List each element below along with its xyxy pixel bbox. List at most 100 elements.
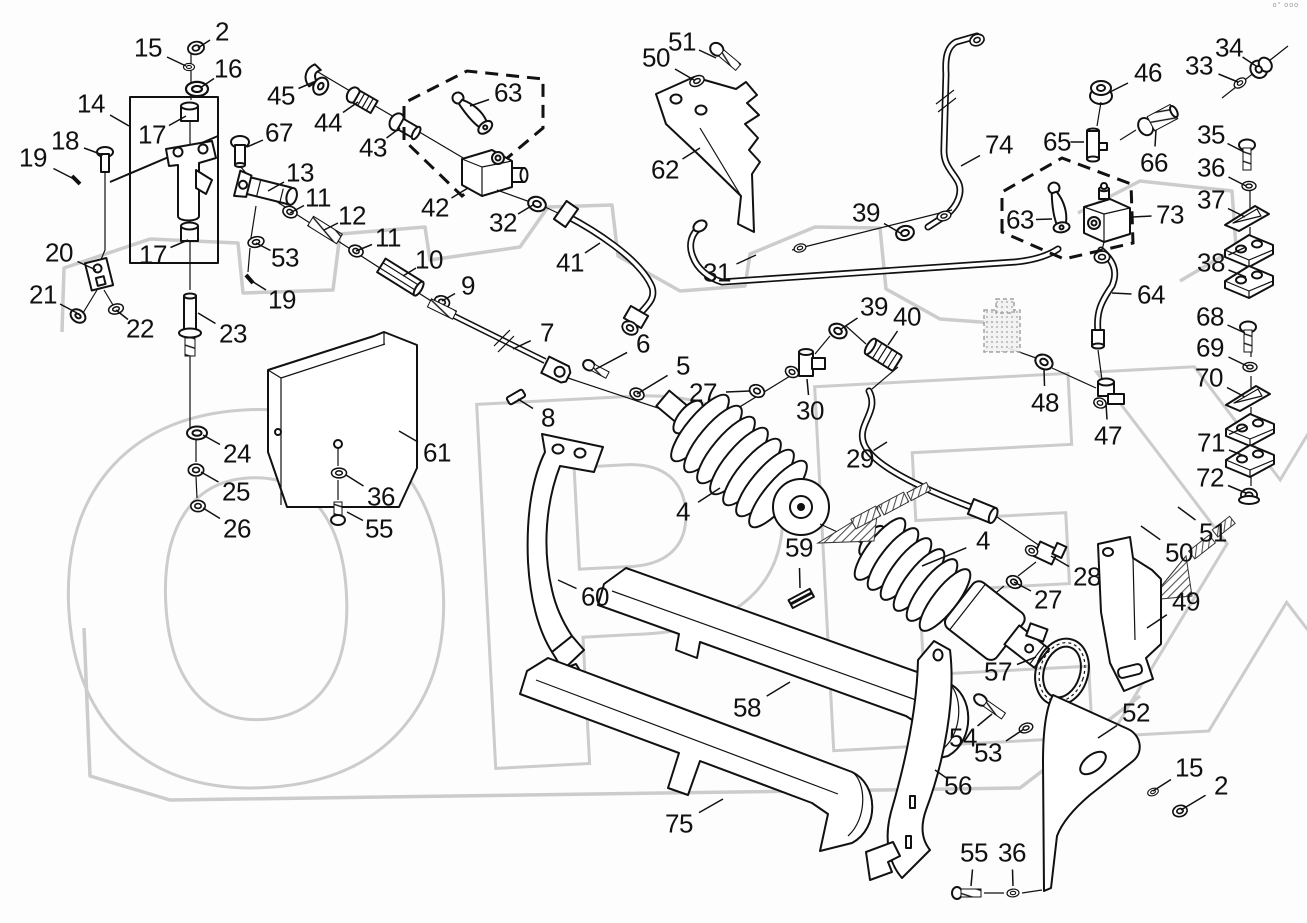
- part-label: 75: [665, 808, 693, 839]
- valve-73-assembly: [1000, 45, 1289, 261]
- part-label: 46: [1134, 57, 1162, 88]
- part-label: 63: [1006, 204, 1034, 235]
- part-label: 26: [223, 513, 251, 544]
- part-label: 73: [1156, 199, 1184, 230]
- shim-59: [787, 587, 815, 610]
- part-label: 64: [1137, 279, 1165, 310]
- part-label: 57: [984, 656, 1012, 687]
- part-label: 33: [1185, 50, 1213, 81]
- part-label: 74: [985, 129, 1013, 160]
- part-label: 2: [215, 16, 229, 47]
- part-label: 21: [29, 279, 57, 310]
- part-label: 50: [1165, 537, 1193, 568]
- clamp-block-assembly: [69, 146, 255, 324]
- part-label: 65: [1043, 126, 1071, 157]
- hydraulic-pipes: [687, 31, 1119, 350]
- part-label: 11: [375, 222, 402, 253]
- part-label: 68: [1196, 301, 1224, 332]
- part-label: 4: [676, 496, 690, 527]
- part-label: 54: [949, 722, 977, 753]
- clip-45: [304, 63, 330, 96]
- bracket-62: [655, 41, 761, 233]
- part-label: 51: [668, 26, 696, 57]
- bracket-56: [865, 640, 953, 881]
- part-label: 63: [494, 77, 522, 108]
- part-label: 27: [1034, 584, 1062, 615]
- part-label: 49: [1172, 586, 1200, 617]
- part-label: 42: [421, 192, 449, 223]
- part-label: 39: [860, 291, 888, 322]
- part-label: 32: [489, 207, 517, 238]
- part-label: 36: [367, 481, 395, 512]
- part-label: 53: [271, 242, 299, 273]
- part-label: 5: [676, 350, 690, 381]
- part-label: 29: [846, 443, 874, 474]
- part-label: 53: [974, 737, 1002, 768]
- leader-lines: [53, 39, 1257, 887]
- watermark-text: OPEX: [29, 253, 1307, 909]
- part-label: 17: [138, 119, 166, 150]
- part-label: 50: [642, 42, 670, 73]
- part-label: 70: [1195, 362, 1223, 393]
- part-label: 22: [126, 313, 154, 344]
- part-label: 12: [338, 200, 366, 231]
- part-label: 52: [1122, 697, 1150, 728]
- part-label: 11: [305, 182, 332, 213]
- part-label: 19: [268, 284, 296, 315]
- part-label: 62: [651, 154, 679, 185]
- watermark: OPEX: [28, 179, 1307, 911]
- part-label: 20: [45, 237, 73, 268]
- bracket-49: [1097, 536, 1162, 692]
- phantom-part: [983, 298, 1021, 353]
- cover-61: [267, 331, 418, 526]
- part-label: 36: [1197, 152, 1225, 183]
- part-label: 19: [19, 142, 47, 173]
- part-label: 45: [267, 80, 295, 111]
- part-label: 25: [222, 476, 250, 507]
- part-label: 35: [1197, 119, 1225, 150]
- part-label: 47: [1094, 420, 1122, 451]
- part-label: 4: [976, 525, 990, 556]
- part-label: 44: [314, 107, 342, 138]
- part-label: 2: [1214, 770, 1228, 801]
- part-label: 36: [998, 837, 1026, 868]
- part-label: 31: [703, 257, 731, 288]
- part-label: 16: [214, 53, 242, 84]
- part-label: 15: [1175, 752, 1203, 783]
- part-label: 10: [415, 244, 443, 275]
- part-label: 6: [636, 328, 650, 359]
- part-label: 34: [1215, 32, 1243, 63]
- part-label: 67: [265, 117, 293, 148]
- corner-mark: o° ooo: [1272, 2, 1299, 9]
- part-label: 30: [796, 395, 824, 426]
- part-label: 8: [541, 402, 555, 433]
- clevis-fastener-axis: [230, 135, 457, 318]
- part-label: 72: [1196, 462, 1224, 493]
- part-label: 41: [556, 247, 584, 278]
- part-label: 61: [423, 437, 451, 468]
- part-label: 15: [134, 32, 162, 63]
- part-label: 9: [461, 270, 475, 301]
- part-label: 43: [359, 132, 387, 163]
- part-label: 39: [852, 197, 880, 228]
- tension-spring-assemblies: [655, 389, 1051, 669]
- part-label: 28: [1073, 561, 1101, 592]
- part-label: 59: [785, 532, 813, 563]
- part-label: 56: [944, 770, 972, 801]
- mid-hydraulics: [706, 298, 1125, 603]
- valve-block-73: [1083, 198, 1131, 243]
- part-label: 71: [1197, 427, 1225, 458]
- part-label: 13: [286, 157, 314, 188]
- clamp-stacks-column: [1224, 138, 1275, 505]
- plate-52: [1042, 694, 1141, 892]
- hose-clamp-57: [1025, 622, 1090, 707]
- part-label: 69: [1196, 332, 1224, 363]
- pivot-stack-assembly: [109, 39, 219, 513]
- part-label: 60: [581, 581, 609, 612]
- deflector-panels: [519, 433, 1190, 900]
- valve-block-42: [461, 149, 529, 197]
- valve-42-assembly: [304, 63, 657, 339]
- flow-arrow-left: [816, 481, 932, 544]
